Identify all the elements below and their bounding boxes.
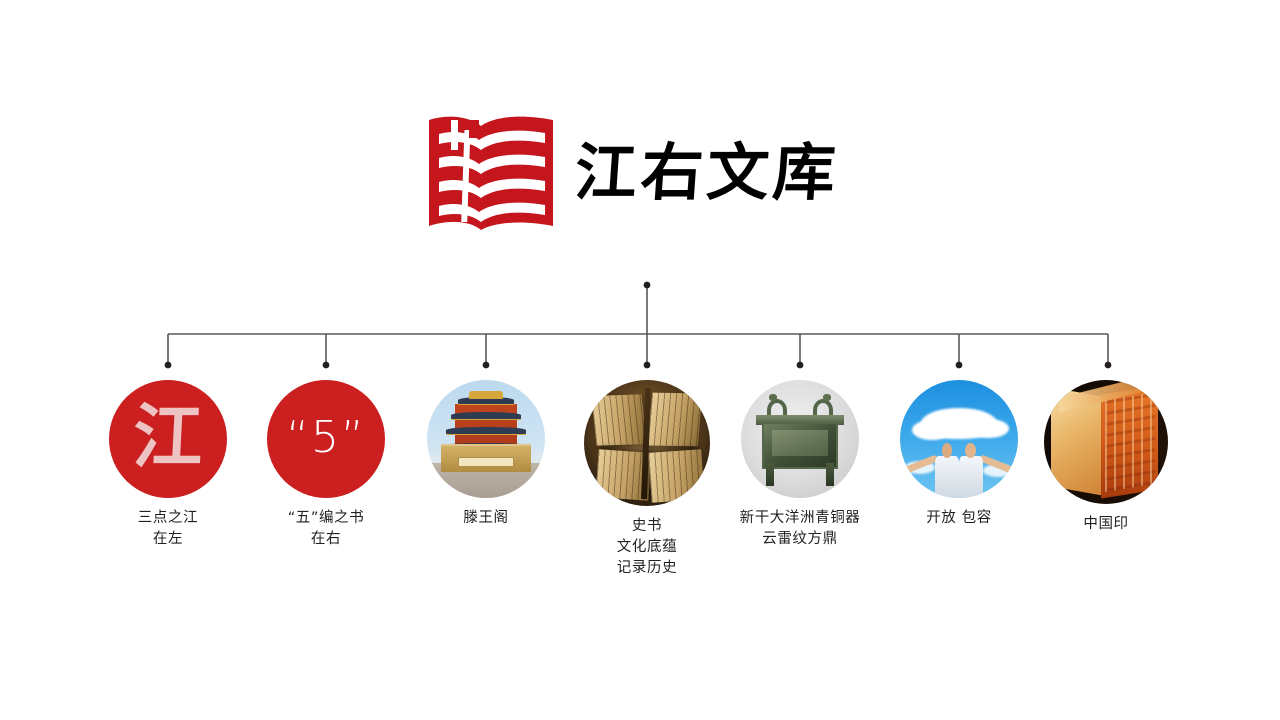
node-label: 中国印 (1083, 516, 1129, 532)
node-china-seal[interactable]: 中国印 (1016, 380, 1196, 535)
node-label: “五”编之书 在右 (287, 510, 365, 547)
node-label: 史书 文化底蕴 记录历史 (616, 518, 678, 576)
brand-logo-block: 江右文库 (425, 112, 855, 234)
node-five[interactable]: “5” “五”编之书 在右 (236, 380, 416, 550)
five-numeral-icon: “5” (267, 380, 385, 498)
node-jiang[interactable]: 江 三点之江 在左 (78, 380, 258, 550)
bronze-vessel-photo-icon (741, 380, 859, 498)
jiang-glyph: 江 (130, 395, 206, 478)
logo-wordmark: 江右文库 (572, 128, 847, 218)
node-tengwang-pavilion[interactable]: 滕王阁 (396, 380, 576, 529)
node-label: 三点之江 在左 (137, 510, 199, 547)
connector-lines (0, 270, 1280, 380)
node-label: 开放 包容 (926, 510, 992, 526)
logo-wordmark-text: 江右文库 (572, 136, 842, 209)
chinese-seal-photo-icon (1044, 380, 1168, 504)
node-open-inclusive[interactable]: 开放 包容 (869, 380, 1049, 529)
ancient-books-photo-icon (584, 380, 710, 506)
pavilion-photo-icon (427, 380, 545, 498)
logo-mark (425, 114, 557, 232)
node-row: 江 三点之江 在左 “5” “五”编之书 在右 滕王阁 (0, 380, 1280, 630)
node-label: 滕王阁 (463, 510, 509, 526)
node-label: 新干大洋洲青铜器 云雷纹方鼎 (739, 510, 861, 547)
node-bronze-ding[interactable]: 新干大洋洲青铜器 云雷纹方鼎 (710, 380, 890, 550)
jiang-character-icon: 江 (109, 380, 227, 498)
node-historical-books[interactable]: 史书 文化底蕴 记录历史 (557, 380, 737, 579)
people-open-arms-photo-icon (900, 380, 1018, 498)
five-glyph: “5” (286, 412, 366, 463)
